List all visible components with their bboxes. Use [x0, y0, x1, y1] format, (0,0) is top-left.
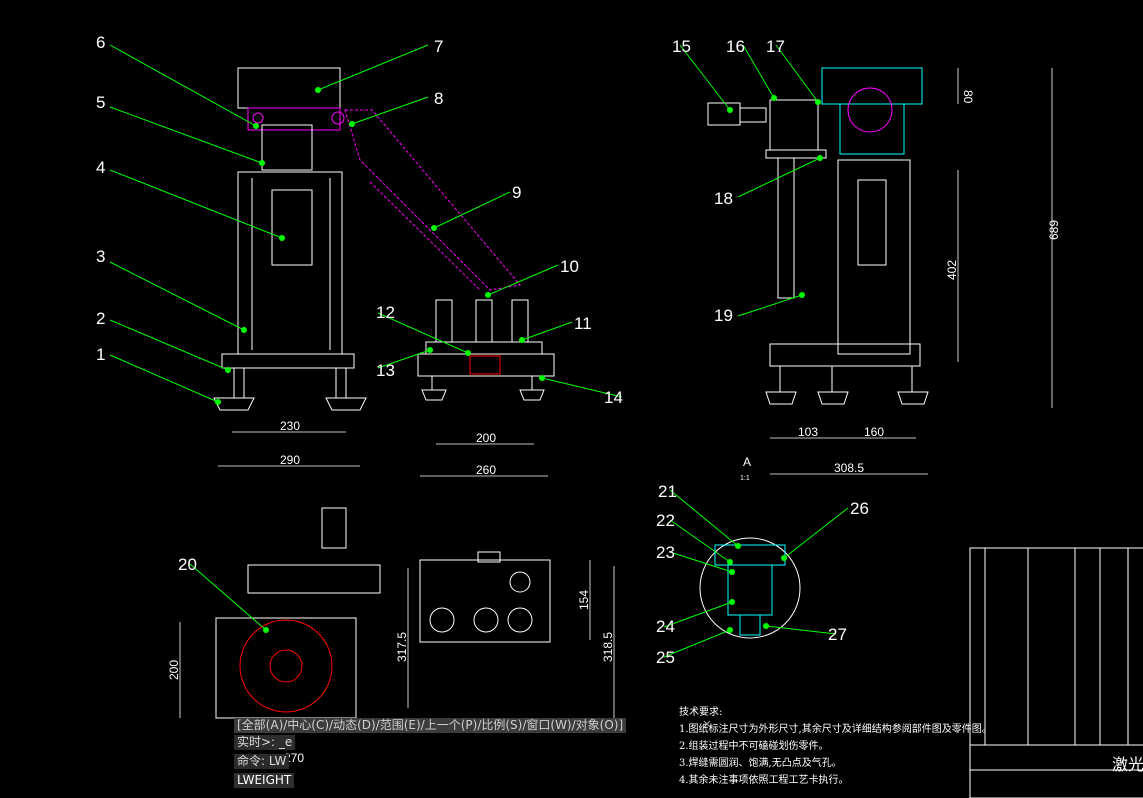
- notes-item-1: 1.图纸标注尺寸为外形尺寸,其余尺寸及详细结构参阅部件图及零件图。: [679, 724, 992, 735]
- command-prompt: 命令: LW: [234, 754, 290, 769]
- notes-item-3: 3.焊缝需圆润、饱满,无凸点及气孔。: [679, 758, 842, 769]
- leader-dots: [215, 87, 823, 633]
- detail-view-a: [699, 537, 801, 639]
- side-view: [707, 67, 929, 405]
- dimension-lines: [179, 68, 1053, 718]
- notes-item-4: 4.其余未注事项依照工程工艺卡执行。: [679, 775, 849, 786]
- realtime-history: 实时>: _e: [234, 735, 296, 750]
- technical-requirements: 技术要求: 1.图纸标注尺寸为外形尺寸,其余尺寸及详细结构参阅部件图及零件图。 …: [679, 704, 992, 789]
- top-view: [215, 507, 551, 719]
- zoom-options-history: [全部(A)/中心(C)/动态(D)/范围(E)/上一个(P)/比例(S)/窗口…: [234, 718, 627, 733]
- front-view: [213, 67, 367, 411]
- station-view: [417, 299, 555, 401]
- notes-item-2: 2.组装过程中不可磕碰划伤零件。: [679, 741, 829, 752]
- leader-lines: [109, 44, 849, 658]
- side-view-cylinder-top: [847, 87, 893, 133]
- notes-title: 技术要求:: [679, 707, 723, 718]
- parts-list: [969, 547, 1143, 798]
- command-input[interactable]: LWEIGHT: [234, 773, 295, 788]
- close-icon[interactable]: ✕: [702, 718, 712, 731]
